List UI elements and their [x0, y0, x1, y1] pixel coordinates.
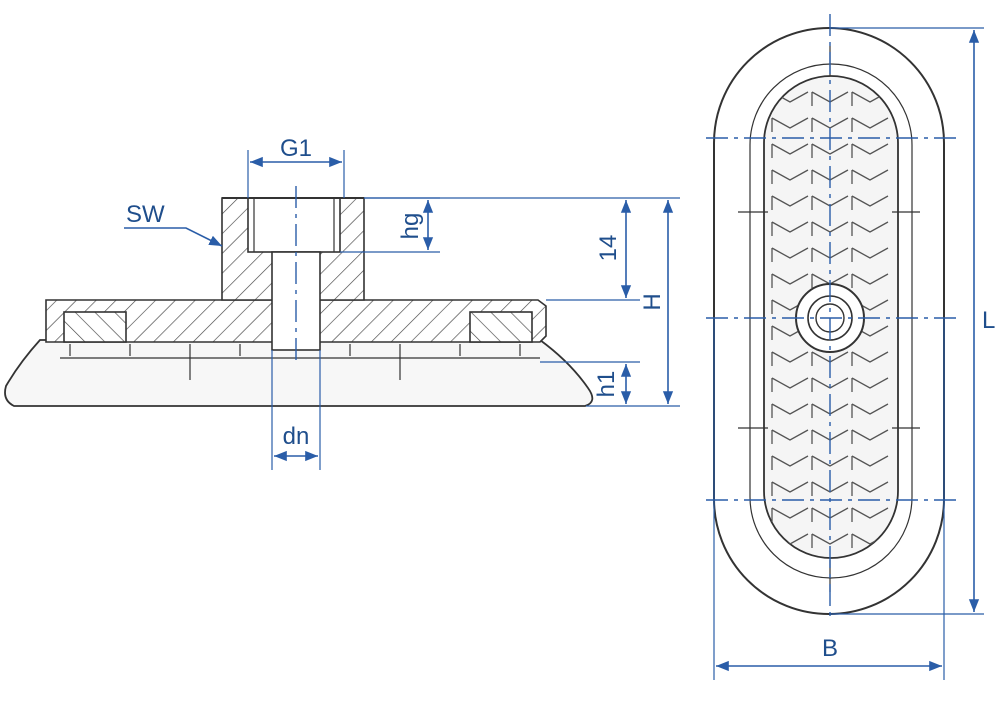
label-g1: G1	[280, 135, 312, 162]
side-view	[4, 186, 594, 407]
chevron-mark	[771, 351, 809, 363]
chevron-mark	[811, 533, 849, 545]
chevron-mark	[771, 507, 809, 519]
chevron-mark	[851, 195, 889, 207]
chevron-mark	[771, 377, 809, 389]
chevron-mark	[771, 169, 809, 181]
chevron-mark	[851, 455, 889, 467]
chevron-mark	[771, 403, 809, 415]
grip-ribs	[60, 344, 540, 380]
chevron-mark	[771, 117, 809, 129]
chevron-mark	[811, 455, 849, 467]
chevron-mark	[771, 481, 809, 493]
chevron-mark	[811, 143, 849, 155]
chevron-mark	[771, 221, 809, 233]
chevron-mark	[771, 429, 809, 441]
label-14: 14	[595, 235, 622, 262]
chevron-mark	[851, 221, 889, 233]
chevron-mark	[851, 117, 889, 129]
chevron-mark	[851, 273, 889, 285]
chevron-mark	[851, 143, 889, 155]
chevron-mark	[771, 195, 809, 207]
top-dimensions: L B	[713, 27, 995, 680]
chevron-mark	[851, 169, 889, 181]
chevron-mark	[851, 403, 889, 415]
label-dn: dn	[283, 423, 310, 450]
chevron-mark	[851, 481, 889, 493]
chevron-mark	[771, 143, 809, 155]
inner-rim	[749, 63, 913, 579]
top-view	[706, 14, 962, 620]
label-B: B	[822, 635, 838, 662]
thread-bore	[247, 197, 341, 253]
clamp-block-left	[63, 311, 127, 343]
label-H: H	[639, 293, 666, 310]
side-dimensions: G1 SW hg 14 H h1 dn	[124, 135, 680, 470]
clamp-block-right	[469, 311, 533, 343]
suction-cup-skirt	[4, 339, 594, 407]
chevron-mark	[771, 273, 809, 285]
chevron-mark	[771, 455, 809, 467]
label-hg: hg	[397, 213, 424, 240]
chevron-mark	[851, 429, 889, 441]
chevron-mark	[771, 247, 809, 259]
chevron-mark	[851, 247, 889, 259]
chevron-mark	[851, 507, 889, 519]
chevron-mark	[851, 351, 889, 363]
label-sw: SW	[126, 201, 165, 228]
label-L: L	[982, 307, 995, 334]
chevron-mark	[851, 377, 889, 389]
label-h1: h1	[593, 371, 620, 398]
